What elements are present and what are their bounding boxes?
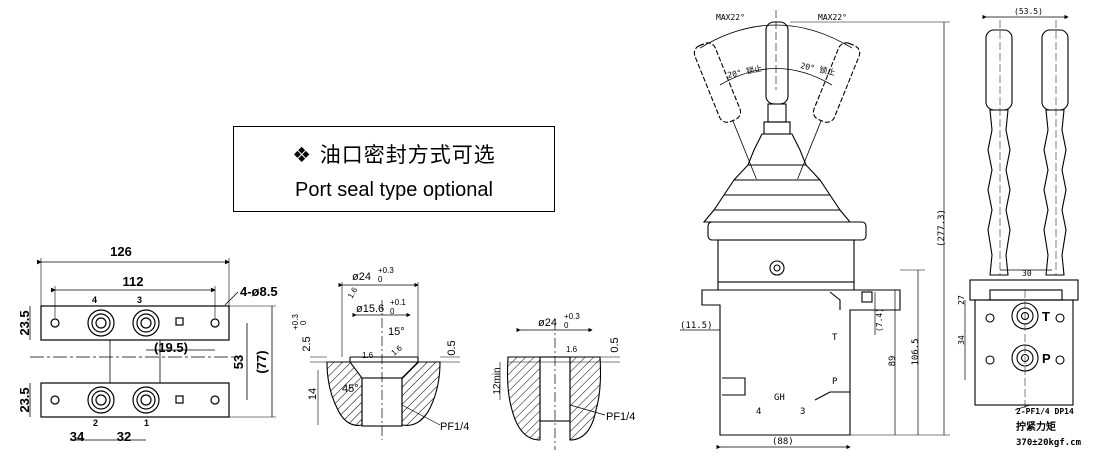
dim-34: 34 [957,335,966,345]
note-en: Port seal type optional [295,179,493,201]
dim-mid: 32 [117,429,131,444]
dim-overall: 126 [110,244,132,259]
dim-mid-h: 89 [888,356,898,367]
dim-bot-h: 23.5 [17,387,32,412]
dia-outer-tol-top: +0.3 [564,312,580,321]
bullet-icon: ❖ [292,143,313,167]
dim-body-h: 106.5 [911,338,921,365]
thread-spec: 2-PF1/4 DP14 [1016,407,1074,416]
roughness: 1.6 [362,351,374,360]
angle-left: MAX22° [716,13,745,22]
top-plate [40,305,230,341]
dim-right: 0.5 [609,337,621,352]
detent-right: 20° 锁止 [800,60,837,77]
detent-left: 20° 锁止 [726,63,763,80]
angle-bottom: 45° [342,383,359,395]
port-t: T [1042,309,1050,324]
dia-inner: ø15.6 [356,303,384,315]
mount-hole [210,318,220,328]
roughness: 1.6 [390,343,405,357]
dim-right: 0.5 [446,340,458,355]
dim-total-h: (77) [254,350,269,373]
dim-left: (11.5) [680,321,713,331]
port-gh: GH [774,393,785,403]
port-3: 3 [800,407,805,417]
front-view [964,14,1079,411]
section-a-labels: ø24 +0.3 0 ø15.6 +0.1 0 15° 2.5 +0.3 0 1… [291,266,469,433]
angle-top: 15° [388,326,405,338]
section-a [310,282,460,440]
plan-view-labels: 126 112 4-ø8.5 23.5 23.5 (19.5) 53 (77) … [17,244,278,444]
dim-width: (88) [772,437,794,447]
thread: PF1/4 [606,411,635,423]
dia-outer: ø24 [352,271,371,283]
port-label: 3 [137,295,142,305]
angle-right: MAX22° [818,13,847,22]
torque-label: 拧紧力矩 [1016,420,1056,433]
roughness: 1.6 [346,285,360,300]
dia-outer-tol-bot: 0 [564,321,569,330]
dia-inner-tol-top: +0.1 [390,298,406,307]
port-seal-note: ❖ 油口密封方式可选 Port seal type optional [233,126,555,212]
dim-center: 53 [231,355,246,369]
port-p: P [832,377,838,387]
dim-total-h: (277.3) [937,209,947,247]
port-p: P [1042,351,1051,366]
bottom-plate [40,382,230,418]
depth-tol-bot: 0 [299,320,308,325]
section-b-labels: ø24 +0.3 0 1.6 0.5 12min PF1/4 [492,312,635,423]
mount-hole [50,395,60,405]
section-b [499,320,620,450]
depth-tol-top: +0.3 [291,314,300,330]
dim-30: 30 [1022,269,1032,278]
dim-top: (53.5) [1014,7,1043,16]
dim-small: (7.4) [875,308,884,332]
roughness: 1.6 [566,345,578,354]
min-depth: 12min [492,367,503,394]
dim-27: 27 [957,295,966,305]
side-view [680,10,950,450]
dia-outer-tol-top: +0.3 [378,266,394,275]
dim-hole-spec: 4-ø8.5 [240,284,278,299]
port-label: 2 [93,418,98,428]
dim-left: 34 [70,429,85,444]
mount-hole [50,318,60,328]
note-cn: 油口密封方式可选 [319,143,496,167]
front-view-labels: (53.5) 30 27 34 T P 2-PF1/4 DP14 拧紧力矩 37… [957,7,1082,448]
port-label: 1 [144,418,149,428]
port-t: T [832,333,838,343]
depth: 2.5 [301,336,313,351]
dim-top-h: 23.5 [17,310,32,335]
dim-holes: 112 [123,274,144,289]
plan-view [29,258,276,441]
dim-offset: (19.5) [154,340,188,355]
dia-outer: ø24 [538,317,557,329]
dia-inner-tol-bot: 0 [390,307,395,316]
port-label: 4 [92,295,97,305]
thread: PF1/4 [440,421,469,433]
port-4: 4 [756,407,761,417]
mount-hole [210,395,220,405]
dia-outer-tol-bot: 0 [378,275,383,284]
height: 14 [307,388,319,400]
torque-value: 370±20kgf.cm [1016,438,1082,448]
